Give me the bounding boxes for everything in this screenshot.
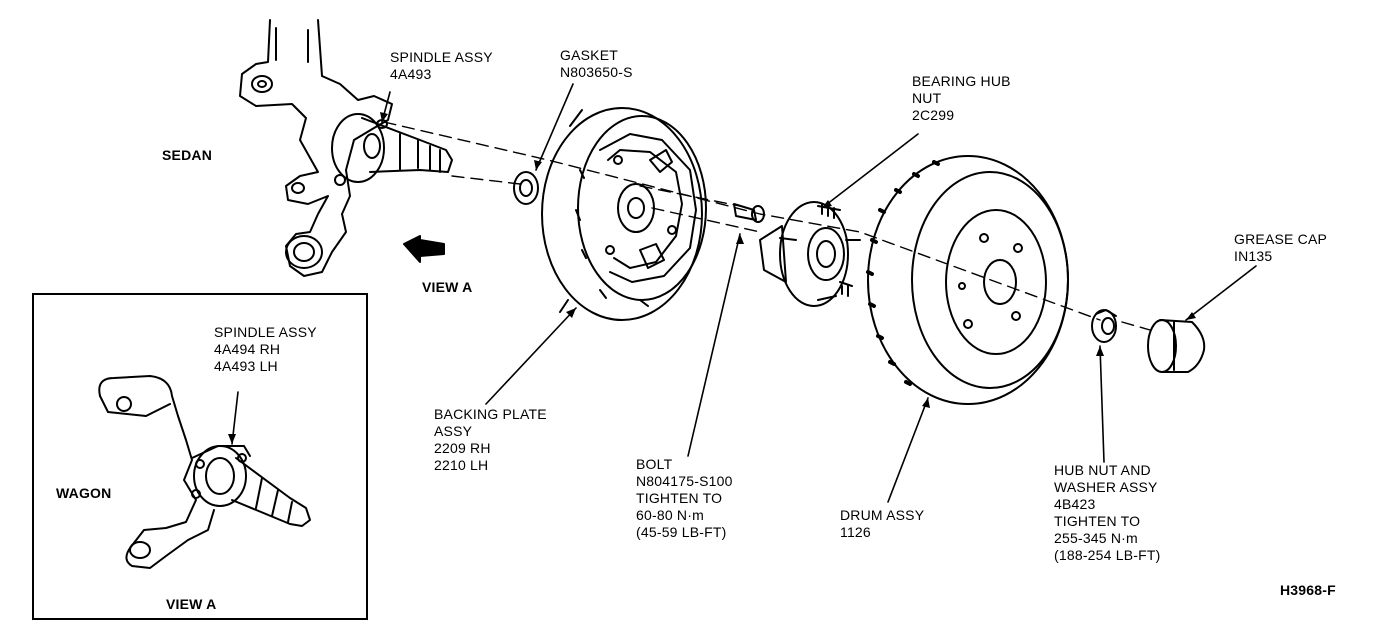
leader-arrowheads (228, 112, 1196, 444)
hub-nut-washer-name-1: HUB NUT AND (1054, 462, 1151, 478)
bolt-part-number: N804175-S100 (636, 473, 733, 489)
bearing-hub-nut-name-1: BEARING HUB (912, 73, 1011, 89)
hub-nut-drawing (1091, 309, 1117, 343)
backing-plate-name-2: ASSY (434, 423, 473, 439)
hub-drawing (759, 201, 861, 307)
hub-nut-washer-label: HUB NUT AND WASHER ASSY 4B423 TIGHTEN TO… (1054, 462, 1160, 564)
bearing-hub-nut-label: BEARING HUB NUT 2C299 (912, 73, 1011, 124)
sedan-label: SEDAN (162, 147, 213, 163)
hub-nut-washer-part-number: 4B423 (1054, 496, 1096, 512)
leader-lines (231, 83, 1257, 503)
figure-code-label: H3968-F (1280, 582, 1336, 598)
spindle-sedan-label: SPINDLE ASSY 4A493 (390, 49, 493, 83)
bearing-hub-nut-part-number: 2C299 (912, 107, 955, 123)
hub-nut-washer-torque-lbft: (188-254 LB-FT) (1054, 547, 1161, 563)
backing-plate-name-1: BACKING PLATE (434, 406, 547, 422)
bolt-torque-nm: 60-80 N·m (636, 507, 704, 523)
spindle-wagon-lh: 4A493 LH (214, 358, 278, 374)
spindle-sedan-part-number: 4A493 (390, 66, 432, 82)
drum-name: DRUM ASSY (840, 507, 925, 523)
backing-plate-lh: 2210 LH (434, 457, 489, 473)
grease-cap-part-number: IN135 (1234, 248, 1273, 264)
view-a-inset-label: VIEW A (166, 596, 217, 612)
view-a-arrow (403, 235, 445, 263)
grease-cap-name: GREASE CAP (1234, 231, 1328, 247)
drum-drawing (866, 155, 1069, 405)
grease-cap-drawing (1147, 319, 1206, 373)
bolt-name: BOLT (636, 456, 673, 472)
assembly-axis-lines (383, 121, 1151, 331)
drum-part-number: 1126 (840, 524, 871, 540)
bolt-drawing (733, 203, 765, 223)
gasket-label: GASKET N803650-S (560, 47, 633, 81)
hub-nut-washer-name-2: WASHER ASSY (1054, 479, 1158, 495)
bolt-tighten: TIGHTEN TO (636, 490, 723, 506)
gasket-part-number: N803650-S (560, 64, 633, 80)
backing-plate-drawing (541, 107, 707, 321)
spindle-sedan-name: SPINDLE ASSY (390, 49, 493, 65)
bolt-torque-lbft: (45-59 LB-FT) (636, 524, 727, 540)
view-a-inset-frame (32, 293, 368, 620)
view-a-arrow-label: VIEW A (422, 279, 473, 295)
hub-nut-washer-torque-nm: 255-345 N·m (1054, 530, 1138, 546)
gasket-name: GASKET (560, 47, 618, 63)
hub-nut-washer-tighten: TIGHTEN TO (1054, 513, 1141, 529)
bolt-label: BOLT N804175-S100 TIGHTEN TO 60-80 N·m (… (636, 456, 733, 541)
wagon-spindle-drawing (98, 375, 311, 569)
spindle-wagon-rh: 4A494 RH (214, 341, 281, 357)
sedan-spindle-drawing (239, 19, 453, 277)
grease-cap-label: GREASE CAP IN135 (1234, 231, 1327, 265)
spindle-wagon-label: SPINDLE ASSY 4A494 RH 4A493 LH (214, 324, 317, 375)
bearing-hub-nut-name-2: NUT (912, 90, 942, 106)
spindle-wagon-name: SPINDLE ASSY (214, 324, 317, 340)
backing-plate-label: BACKING PLATE ASSY 2209 RH 2210 LH (434, 406, 547, 474)
drum-label: DRUM ASSY 1126 (840, 507, 924, 541)
backing-plate-rh: 2209 RH (434, 440, 491, 456)
gasket-drawing (513, 171, 539, 205)
wagon-label: WAGON (56, 485, 112, 501)
